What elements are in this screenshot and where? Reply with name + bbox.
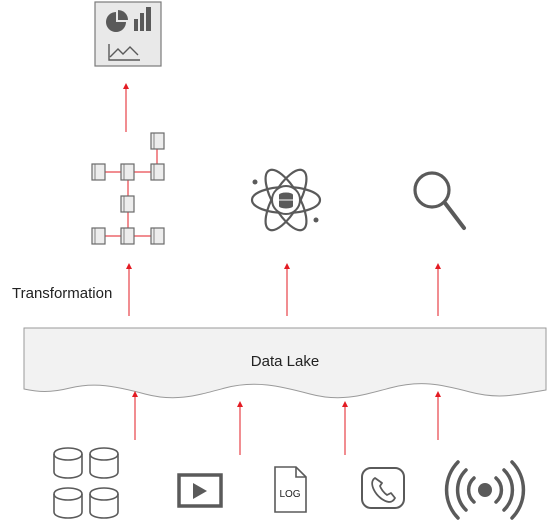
search-icon (413, 171, 466, 230)
video-play-icon (177, 473, 223, 508)
wireless-signal-icon (444, 460, 526, 520)
transformation-label: Transformation (12, 285, 112, 302)
data-lake-banner: Data Lake (23, 327, 547, 399)
data-pipeline-icon (91, 132, 165, 245)
data-lake-label: Data Lake (251, 353, 319, 370)
database-cluster-icon (53, 447, 119, 519)
log-file-icon: LOG (274, 466, 307, 513)
arrows-bottom (132, 391, 441, 455)
log-icon-text: LOG (279, 489, 300, 500)
arrows-top (123, 83, 441, 316)
data-science-atom-icon (250, 168, 322, 232)
chart-dashboard-icon (94, 1, 162, 67)
phone-icon (361, 467, 405, 509)
